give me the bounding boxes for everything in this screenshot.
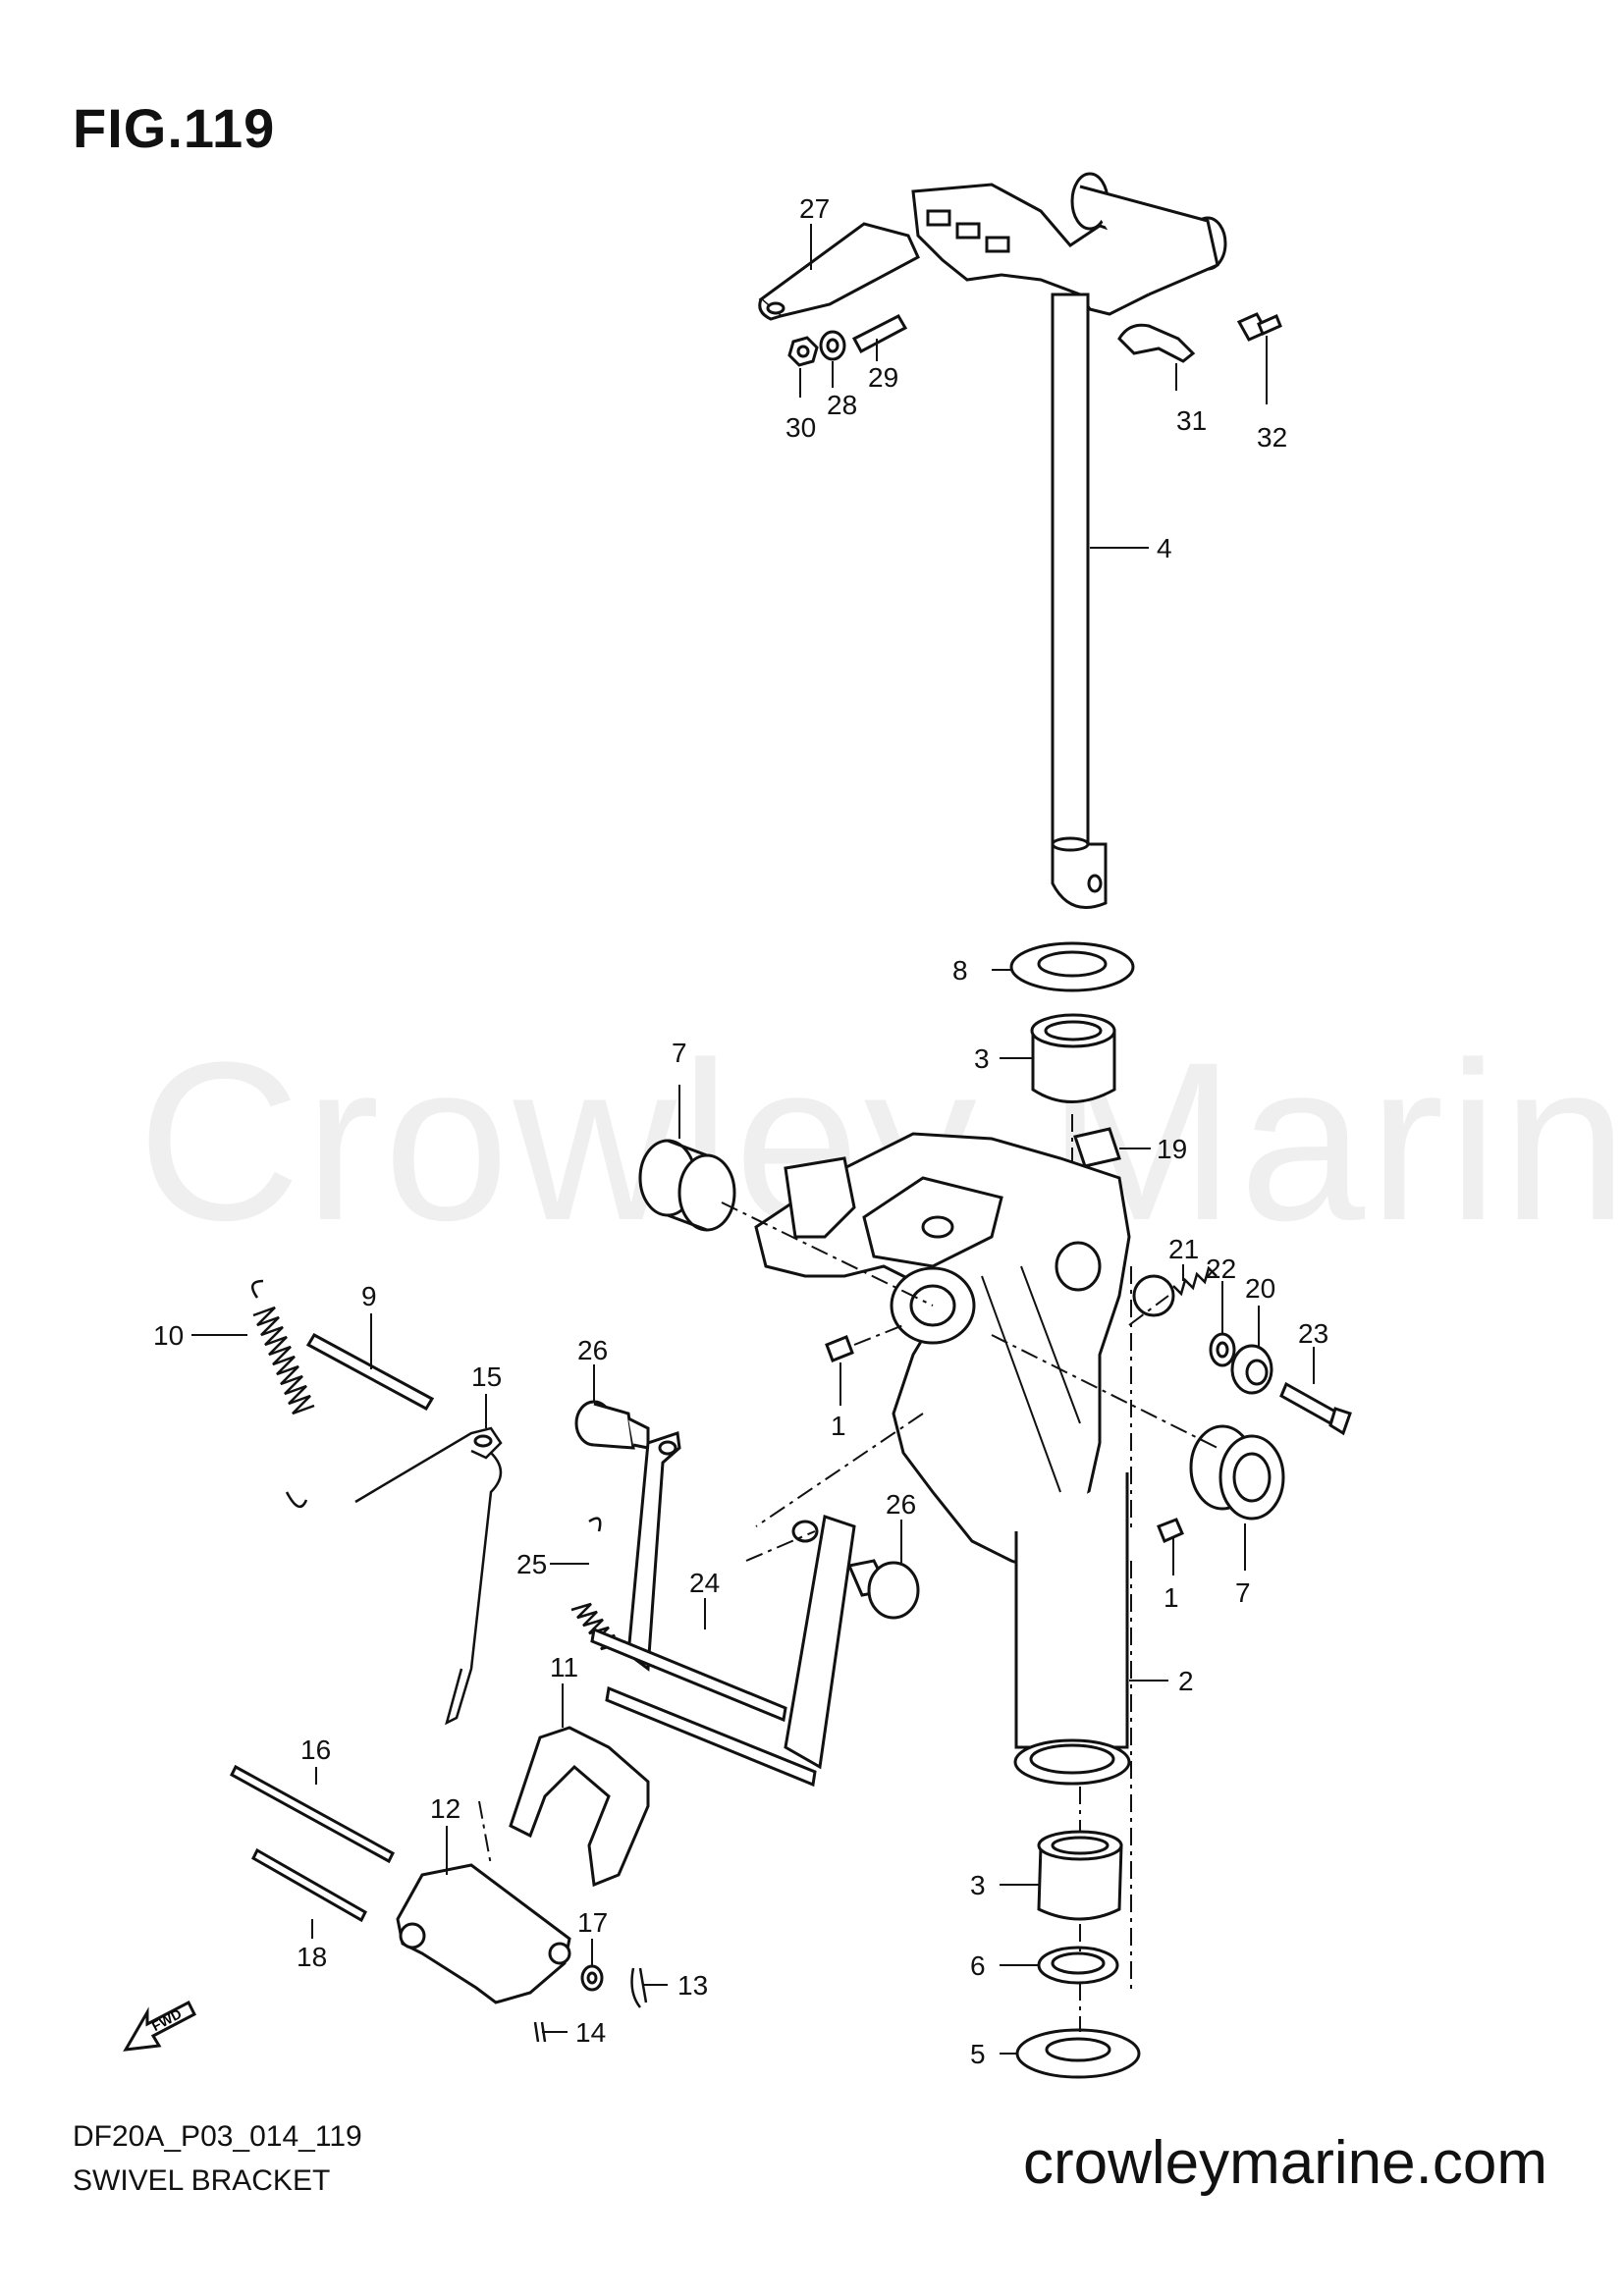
callout-10: 10 <box>153 1320 184 1351</box>
callout-27: 27 <box>799 193 830 224</box>
rod-9 <box>305 1332 435 1412</box>
callout-29: 29 <box>868 362 898 393</box>
bolt-29 <box>851 314 908 354</box>
grease-nipple-1a <box>825 1335 854 1362</box>
bolt-26-upper <box>574 1400 650 1450</box>
callout-22: 22 <box>1206 1254 1236 1284</box>
callout-20: 20 <box>1245 1273 1275 1304</box>
diagram-title: SWIVEL BRACKET <box>73 2164 331 2197</box>
callout-6: 6 <box>970 1950 986 1981</box>
callout-31: 31 <box>1176 405 1207 436</box>
washer-28 <box>819 330 846 361</box>
spring-10 <box>250 1279 315 1509</box>
callout-13: 13 <box>677 1970 708 2001</box>
callout-14: 14 <box>575 2017 606 2048</box>
rod-16 <box>230 1764 395 1864</box>
bolt-26-lower <box>846 1559 920 1620</box>
bushing-7-right <box>1189 1424 1285 1521</box>
steering-handle-bracket <box>911 172 1227 316</box>
spring-21 <box>1172 1265 1218 1297</box>
callout-8: 8 <box>952 955 968 986</box>
callout-3-lower: 3 <box>970 1870 986 1900</box>
callout-1-lower: 1 <box>1164 1582 1179 1613</box>
callout-1-upper: 1 <box>831 1411 846 1441</box>
callout-7-lower: 7 <box>1235 1577 1251 1608</box>
tilt-lever-24 <box>590 1431 856 1788</box>
callout-32: 32 <box>1257 422 1287 453</box>
grease-nipple-1b <box>1157 1518 1184 1544</box>
figure-label: FIG.119 <box>73 97 276 159</box>
washer-8 <box>1009 941 1135 992</box>
callout-11: 11 <box>550 1652 578 1682</box>
callout-17: 17 <box>577 1907 608 1938</box>
washer-5 <box>1015 2028 1141 2079</box>
callout-19: 19 <box>1157 1134 1187 1164</box>
bushing-3-lower <box>1037 1830 1123 1921</box>
callout-26-upper: 26 <box>577 1335 608 1365</box>
lever-12 <box>396 1863 571 2004</box>
diagram-code: DF20A_P03_014_119 <box>73 2120 362 2153</box>
cotter-pin-13 <box>630 1967 648 2008</box>
key-19 <box>1073 1127 1121 1168</box>
leader-lines <box>191 224 1315 2055</box>
steering-bracket-27 <box>758 222 920 321</box>
callout-24: 24 <box>689 1568 720 1598</box>
callout-23: 23 <box>1298 1318 1328 1349</box>
callout-18: 18 <box>297 1942 327 1972</box>
callout-5: 5 <box>970 2039 986 2069</box>
callout-26-lower: 26 <box>886 1489 916 1520</box>
fwd-arrow-icon: FWD <box>123 2000 196 2052</box>
bushing-20 <box>1230 1344 1273 1395</box>
bolt-23 <box>1279 1381 1352 1436</box>
swivel-case-2 <box>1013 1472 1131 1786</box>
lever-spring-15 <box>354 1426 503 1726</box>
steering-shaft-4 <box>1051 293 1108 909</box>
clip-31 <box>1117 323 1196 363</box>
callout-30: 30 <box>785 412 816 443</box>
nut-30 <box>787 336 819 367</box>
thrust-rod-holder-11 <box>509 1726 650 1888</box>
callout-9: 9 <box>361 1281 377 1311</box>
screw-32 <box>1236 312 1282 342</box>
callout-28: 28 <box>827 390 857 420</box>
callout-4: 4 <box>1157 533 1172 563</box>
callout-21: 21 <box>1168 1234 1199 1264</box>
bushing-3-upper <box>1030 1013 1116 1103</box>
callout-2: 2 <box>1178 1666 1194 1696</box>
bushing-7-left <box>638 1139 736 1232</box>
callout-16: 16 <box>300 1735 331 1765</box>
callout-25: 25 <box>516 1549 547 1579</box>
rod-18 <box>251 1847 367 1923</box>
website-link[interactable]: crowleymarine.com <box>1022 2129 1547 2197</box>
callout-12: 12 <box>430 1793 460 1824</box>
washer-17 <box>580 1964 604 1992</box>
callout-7-upper: 7 <box>672 1038 687 1068</box>
callout-3-upper: 3 <box>974 1043 990 1074</box>
center-lines <box>478 1114 1218 2032</box>
callout-15: 15 <box>471 1362 502 1392</box>
callouts: 27 29 28 30 31 32 4 8 3 19 7 21 22 20 23… <box>153 193 1328 2069</box>
washer-6 <box>1037 1946 1119 1985</box>
washer-22 <box>1209 1332 1236 1367</box>
